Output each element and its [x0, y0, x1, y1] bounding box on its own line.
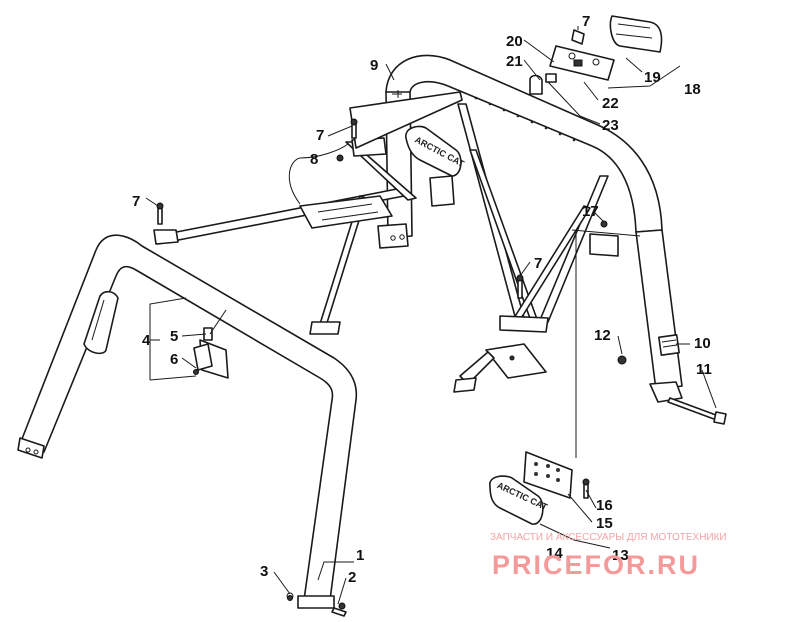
callout-7-top: 7: [582, 13, 590, 30]
callout-22: 22: [602, 95, 619, 112]
callout-5: 5: [170, 328, 178, 345]
lower-mount-assembly: ARCTIC CAT: [489, 451, 590, 525]
callout-11: 11: [696, 361, 712, 378]
callout-3: 3: [260, 563, 268, 580]
watermark: ЗАПЧАСТИ И АКСЕССУАРЫ ДЛЯ МОТОТЕХНИКИ PR…: [490, 532, 727, 580]
callout-4: 4: [142, 332, 151, 349]
callout-17: 17: [582, 203, 599, 220]
callout-20: 20: [506, 33, 523, 50]
center-bracket: [453, 343, 547, 393]
upper-arctic-cat-decal: ARCTIC CAT: [405, 125, 466, 177]
callout-13: 13: [612, 547, 629, 564]
front-roll-bar: [17, 234, 358, 617]
frame-rivets: [474, 96, 576, 142]
callout-labels: 1 2 3 4 5 6 7 7 7 7 8 9 10 11 12 13 14 1…: [132, 13, 712, 586]
callout-23: 23: [602, 117, 619, 134]
callout-6: 6: [170, 351, 178, 368]
rear-roll-bar-frame: [377, 54, 683, 403]
callout-19: 19: [644, 69, 661, 86]
callout-7-left: 7: [132, 193, 140, 210]
callout-7-upper: 7: [316, 127, 324, 144]
callout-1: 1: [356, 547, 364, 564]
callout-21: 21: [506, 53, 523, 70]
callout-18: 18: [684, 81, 701, 98]
fasteners: [156, 118, 727, 610]
callout-16: 16: [596, 497, 613, 514]
callout-15: 15: [596, 515, 613, 532]
callout-2: 2: [348, 569, 356, 586]
cross-brace: [153, 91, 463, 335]
callout-14: 14: [546, 545, 563, 562]
watermark-tagline: ЗАПЧАСТИ И АКСЕССУАРЫ ДЛЯ МОТОТЕХНИКИ: [490, 532, 727, 543]
watermark-logo: PRICEFOR.RU: [492, 550, 700, 580]
callout-7-center: 7: [534, 255, 542, 272]
callout-8: 8: [310, 151, 318, 168]
mirror-assembly: [149, 297, 229, 381]
callout-9: 9: [370, 57, 378, 74]
tail-light-assembly: [529, 15, 663, 95]
callout-12: 12: [594, 327, 611, 344]
callout-10: 10: [694, 335, 711, 352]
leader-lines: [145, 26, 717, 605]
